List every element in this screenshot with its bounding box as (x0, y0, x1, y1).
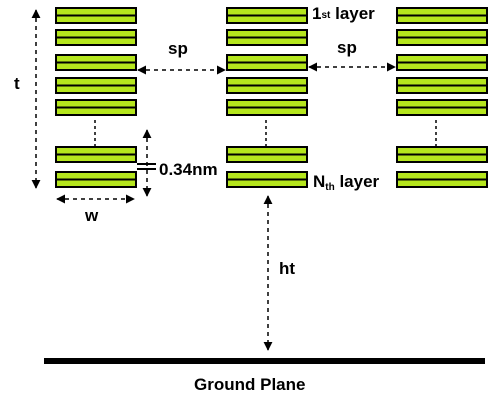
middle-conductor-stack (226, 7, 308, 188)
nth-layer-label: Nth layer (313, 172, 380, 193)
first-layer-label: 1st layer (312, 4, 375, 23)
right-conductor-stack (396, 7, 488, 188)
interlayer-spacing-label: 0.34nm (159, 160, 218, 179)
sp-right-label: sp (337, 38, 357, 57)
w-label: w (84, 206, 99, 225)
ground-plane-bar (44, 358, 485, 364)
sp-left-label: sp (168, 39, 188, 58)
left-conductor-stack (55, 7, 137, 188)
ground-plane-label: Ground Plane (194, 375, 305, 394)
t-label: t (14, 74, 20, 93)
ht-label: ht (279, 259, 295, 278)
